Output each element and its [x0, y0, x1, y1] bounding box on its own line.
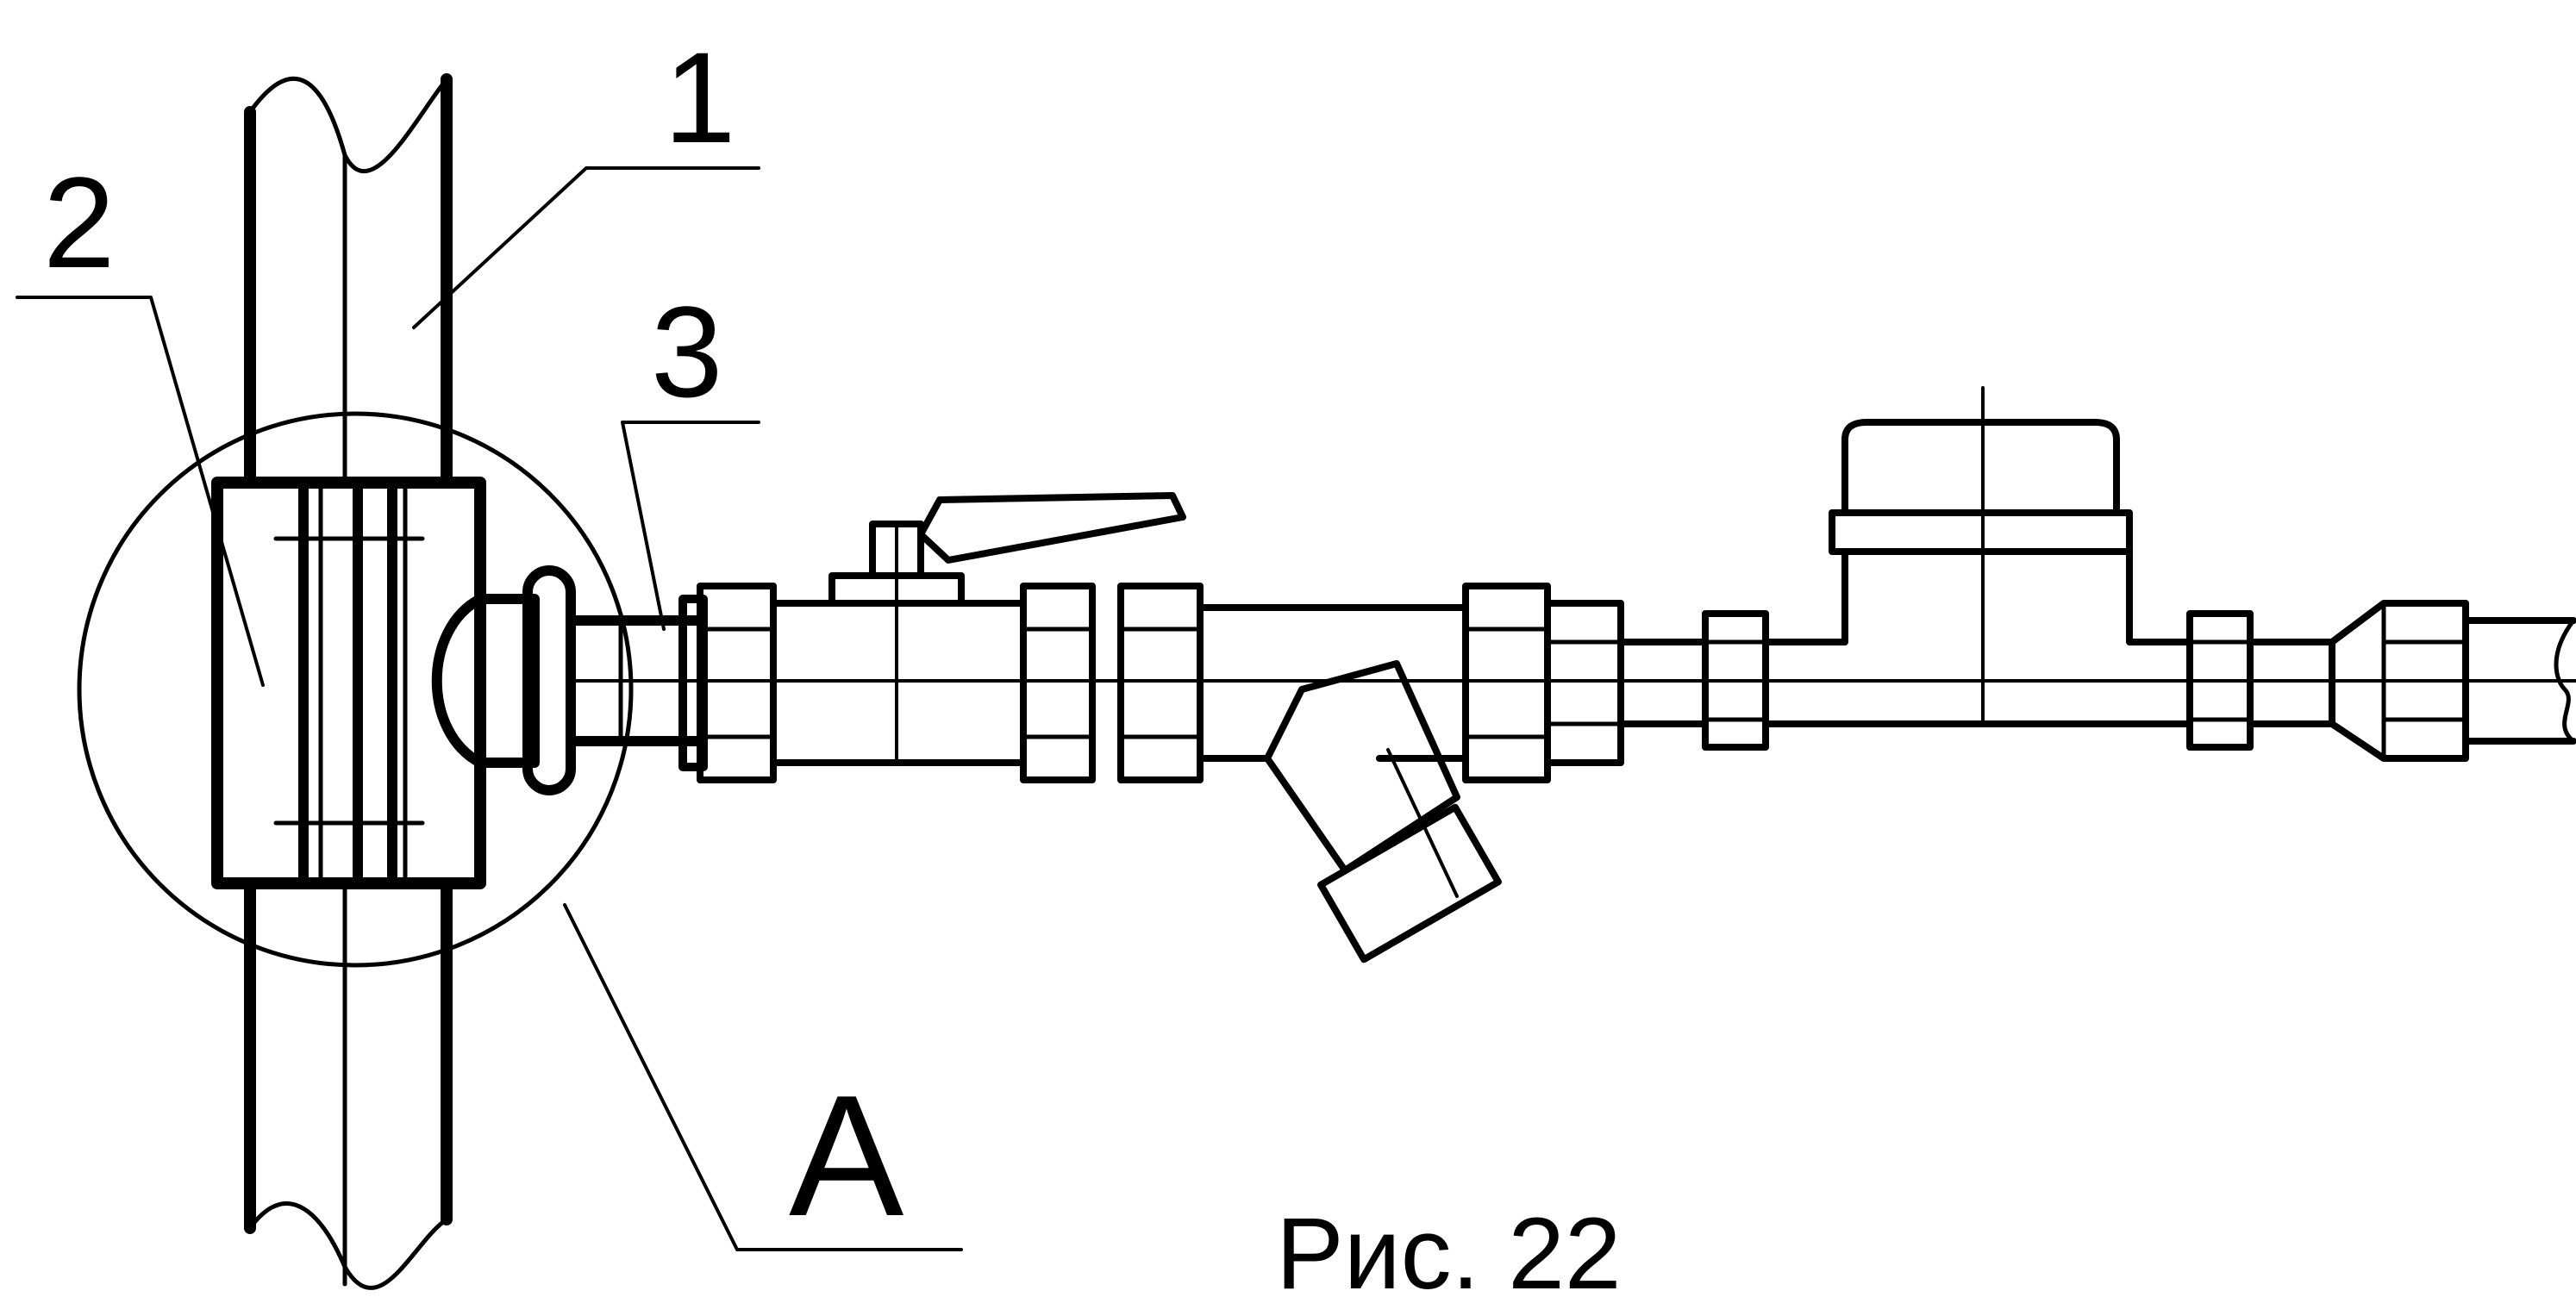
ball-valve — [697, 492, 1186, 783]
leader-2 — [16, 296, 265, 687]
meter-ring — [1829, 509, 2133, 555]
connector-pipe-left — [1617, 639, 1709, 727]
clamp-saddle — [211, 477, 576, 889]
saddle-body — [211, 477, 486, 889]
water-meter — [1762, 386, 2193, 727]
figure-caption: Рис. 22 — [1276, 1197, 1621, 1297]
leader-3 — [621, 421, 760, 631]
valve-stem — [869, 521, 924, 579]
meter-connector-right — [2186, 600, 2576, 762]
outlet-pipe-break — [2554, 618, 2576, 744]
strainer-nut-right-1-face — [1463, 627, 1550, 739]
detail-circle-a — [77, 411, 634, 968]
valve-nut-left-face-1 — [697, 627, 776, 739]
strainer-cap-split — [1386, 748, 1459, 898]
meter-dome — [1841, 419, 2120, 516]
view-label-a: A — [789, 1060, 904, 1252]
callout-2: 2 — [43, 150, 115, 295]
valve-nut-right-face — [1021, 627, 1095, 739]
meter-body — [1762, 548, 2193, 727]
strainer-leg — [1264, 660, 1460, 874]
leader-lines — [16, 166, 963, 1251]
callout-3: 3 — [651, 279, 722, 424]
strainer-nut-right-2 — [1544, 600, 1624, 766]
riser-break-top — [247, 76, 449, 173]
connector-pipe-right — [2247, 639, 2335, 727]
strainer-cap — [1317, 803, 1502, 963]
riser-break-bottom — [247, 1201, 449, 1290]
valve-nut-left — [697, 583, 777, 783]
strainer-nut-right-2-face — [1545, 639, 1623, 726]
y-strainer — [1117, 583, 1624, 963]
leader-a — [563, 903, 963, 1251]
valve-nut-right — [1020, 583, 1096, 783]
connector-nut-right — [2186, 610, 2254, 751]
strainer-nut-left-face — [1118, 627, 1203, 739]
leader-1 — [412, 166, 760, 329]
saddle-outlet-boss — [431, 594, 540, 768]
nipple-fitting — [566, 595, 2576, 771]
outlet-pipe — [2462, 617, 2576, 745]
connector-nut-right-face — [2187, 639, 2253, 722]
strainer-nut-left — [1117, 583, 1204, 783]
strainer-nut-right-1 — [1462, 583, 1551, 783]
connector-nut-left-face — [1703, 639, 1768, 722]
callout-1: 1 — [664, 25, 735, 170]
valve-handle-lever — [917, 492, 1186, 564]
outlet-nut-face — [2381, 601, 2468, 761]
riser-pipe — [244, 73, 453, 1290]
